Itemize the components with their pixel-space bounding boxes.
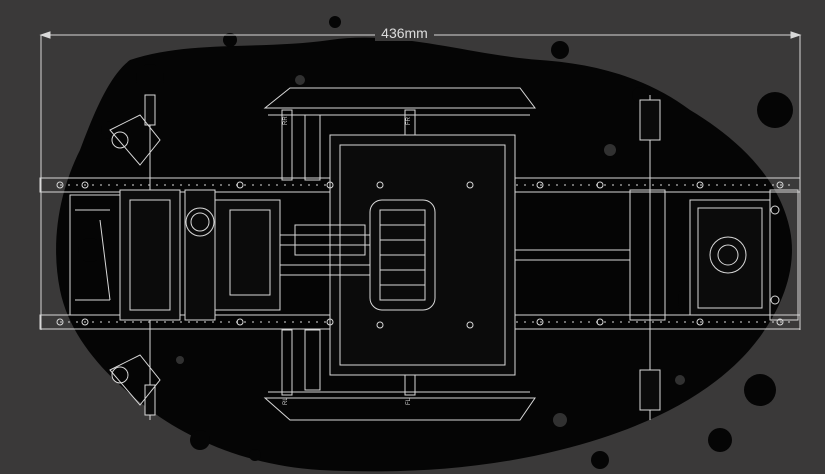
servo-mount [689, 199, 771, 316]
rear-bumper-mount [69, 194, 121, 316]
front-bumper [769, 189, 799, 321]
marking-front-left: FL [406, 397, 412, 405]
marking-rear-left: RL [283, 397, 289, 405]
marking-front-right: FR [406, 116, 412, 125]
splatter-flecks [176, 75, 685, 427]
marking-rear-right: RR [283, 116, 289, 125]
frame-bolts [56, 181, 784, 326]
rear-axle [109, 94, 181, 420]
front-axle [629, 95, 666, 420]
chassis [39, 87, 801, 421]
transmission [184, 189, 380, 321]
motor [369, 199, 436, 311]
